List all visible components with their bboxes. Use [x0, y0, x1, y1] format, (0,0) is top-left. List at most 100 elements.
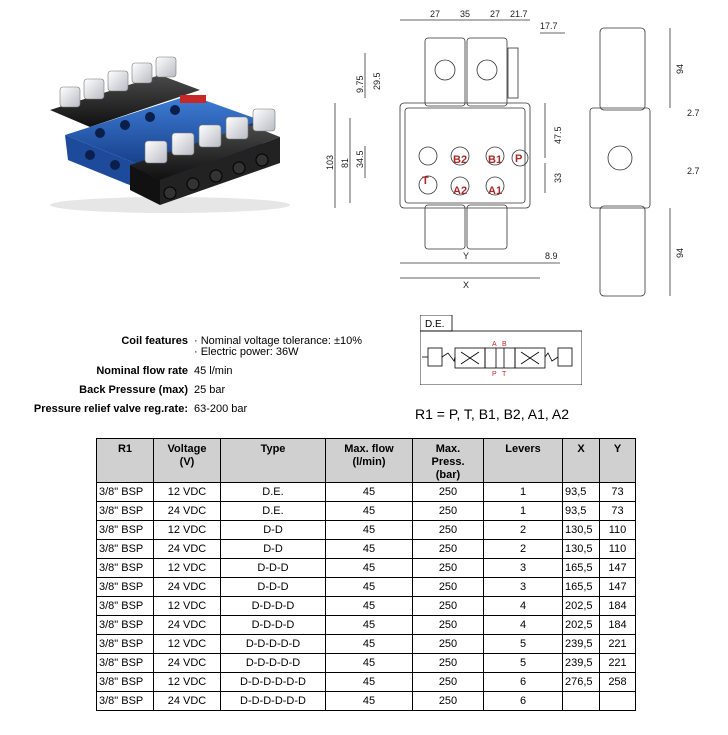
cell-levers: 2	[483, 520, 563, 540]
cell-press: 250	[412, 691, 484, 711]
spec-back-pressure: Back Pressure (max) 25 bar	[8, 381, 362, 400]
cell-type: D-D-D-D-D-D	[220, 691, 326, 711]
cell-press: 250	[412, 596, 484, 616]
cell-press: 250	[412, 577, 484, 597]
cell-type: D-D-D-D-D	[220, 653, 326, 673]
cell-type: D-D	[220, 539, 326, 559]
cell-voltage: 12 VDC	[153, 672, 221, 692]
cell-flow: 45	[325, 482, 413, 502]
cell-flow: 45	[325, 558, 413, 578]
cell-voltage: 12 VDC	[153, 596, 221, 616]
dim-left-345: 34.5	[355, 150, 365, 168]
cell-levers: 4	[483, 615, 563, 635]
cell-press: 250	[412, 520, 484, 540]
spec-label: Back Pressure (max)	[79, 384, 188, 396]
cell-r1: 3/8" BSP	[96, 501, 154, 521]
th-press-line: (bar)	[435, 469, 461, 481]
cell-r1: 3/8" BSP	[96, 653, 154, 673]
port-p: P	[515, 153, 522, 165]
port-t: T	[422, 175, 429, 187]
cell-x: 202,5	[562, 615, 600, 635]
th-r1: R1	[96, 438, 154, 483]
cell-press: 250	[412, 539, 484, 559]
front-coil-row	[130, 108, 280, 205]
th-x: X	[562, 438, 600, 483]
cell-r1: 3/8" BSP	[96, 482, 154, 502]
dim-left-103: 103	[325, 155, 335, 170]
th-voltage-line: Voltage	[167, 443, 207, 455]
cell-x: 239,5	[562, 634, 600, 654]
symbol-port-b: B	[502, 341, 507, 348]
th-type: Type	[220, 438, 326, 483]
dim-left-81: 81	[340, 158, 350, 168]
spec-table: R1 Voltage(V) Type Max. flow(l/min) Max.…	[96, 438, 636, 711]
spec-list: Coil features · Nominal voltage toleranc…	[8, 336, 362, 419]
de-hydraulic-symbol: D.E. A B P T	[420, 315, 582, 385]
dim-top-right: 17.7	[540, 21, 558, 31]
dim-left-295: 29.5	[372, 72, 382, 90]
dim-top-1: 27	[430, 9, 440, 19]
spec-label: Pressure relief valve reg.rate:	[33, 403, 188, 415]
dim-offset: 8.9	[545, 251, 558, 261]
symbol-title: D.E.	[425, 319, 444, 330]
cell-levers: 4	[483, 596, 563, 616]
cell-y: 147	[599, 577, 636, 597]
th-press-line: Press.	[431, 456, 465, 468]
cell-x: 276,5	[562, 672, 600, 692]
cell-type: D-D-D-D-D-D	[220, 672, 326, 692]
th-y: Y	[599, 438, 636, 483]
cell-levers: 1	[483, 482, 563, 502]
cell-levers: 2	[483, 539, 563, 559]
spec-relief-valve: Pressure relief valve reg.rate: 63-200 b…	[8, 400, 362, 419]
cell-press: 250	[412, 672, 484, 692]
cell-flow: 45	[325, 634, 413, 654]
dim-gap-2: 2.7	[687, 166, 700, 176]
spec-label: Coil features	[121, 335, 188, 347]
cell-y: 110	[599, 539, 636, 559]
cell-levers: 6	[483, 672, 563, 692]
cell-x: 202,5	[562, 596, 600, 616]
cell-x: 165,5	[562, 577, 600, 597]
back-coil-row	[50, 56, 200, 127]
spec-value: 63-200 bar	[194, 403, 248, 415]
cell-r1: 3/8" BSP	[96, 615, 154, 635]
cell-voltage: 24 VDC	[153, 539, 221, 559]
port-a2: A2	[453, 185, 467, 197]
cell-type: D-D	[220, 520, 326, 540]
dim-x: X	[463, 280, 469, 290]
cell-x	[562, 691, 600, 711]
th-press: Max.Press.(bar)	[412, 438, 484, 483]
spec-value: · Electric power: 36W	[194, 346, 299, 358]
port-a1: A1	[488, 185, 502, 197]
cell-y: 73	[599, 501, 636, 521]
spec-value: · Nominal voltage tolerance: ±10%	[194, 335, 363, 347]
cell-voltage: 12 VDC	[153, 634, 221, 654]
cell-type: D-D-D-D-D	[220, 634, 326, 654]
cell-type: D.E.	[220, 501, 326, 521]
cell-press: 250	[412, 653, 484, 673]
cell-press: 250	[412, 634, 484, 654]
cell-press: 250	[412, 615, 484, 635]
th-voltage-line: (V)	[179, 456, 195, 468]
cell-y: 147	[599, 558, 636, 578]
cell-flow: 45	[325, 520, 413, 540]
cell-voltage: 24 VDC	[153, 653, 221, 673]
cell-voltage: 24 VDC	[153, 691, 221, 711]
cell-press: 250	[412, 482, 484, 502]
spec-value: 25 bar	[194, 384, 226, 396]
dim-y: Y	[463, 251, 469, 261]
dim-coil-top: 94	[675, 64, 685, 74]
cell-x: 239,5	[562, 653, 600, 673]
cell-flow: 45	[325, 653, 413, 673]
cell-voltage: 12 VDC	[153, 520, 221, 540]
cell-voltage: 24 VDC	[153, 577, 221, 597]
cell-voltage: 12 VDC	[153, 558, 221, 578]
